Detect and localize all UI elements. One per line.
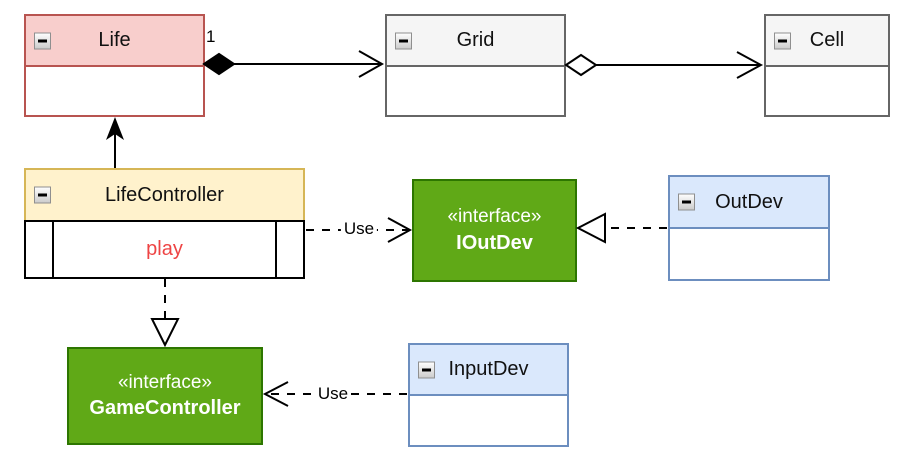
class-life[interactable]: Life	[24, 14, 205, 117]
class-cell[interactable]: Cell	[764, 14, 890, 117]
class-inputdev-header: InputDev	[410, 345, 567, 396]
collapse-minus-icon[interactable]	[774, 32, 791, 49]
edge-label-use-gamecontroller: Use	[314, 384, 352, 404]
minus-glyph	[38, 39, 47, 42]
class-lifecontroller-header: LifeController	[24, 168, 305, 220]
class-title: OutDev	[715, 190, 783, 213]
class-outdev-header: OutDev	[670, 177, 828, 229]
multiplicity-label: 1	[206, 27, 216, 46]
class-body	[387, 67, 564, 115]
class-title: InputDev	[448, 358, 529, 380]
class-grid-header: Grid	[387, 16, 564, 67]
stereotype-label: «interface»	[117, 371, 212, 393]
class-grid[interactable]: Grid	[385, 14, 566, 117]
class-lifecontroller-body: play	[24, 220, 305, 279]
stereotype-label: «interface»	[447, 206, 542, 228]
class-title: Grid	[456, 29, 495, 51]
edge-label-use-ioutdev: Use	[340, 219, 378, 239]
minus-glyph	[778, 39, 787, 42]
minus-glyph	[399, 39, 408, 42]
collapse-minus-icon[interactable]	[418, 361, 435, 378]
interface-gamecontroller[interactable]: «interface» GameController	[67, 347, 263, 445]
compartment-divider	[275, 222, 277, 277]
class-lifecontroller[interactable]: LifeController play	[24, 168, 305, 279]
class-outdev[interactable]: OutDev	[668, 175, 830, 281]
edge-aggregation-grid-cell[interactable]	[564, 51, 764, 79]
method-label: play	[146, 238, 183, 260]
class-title: Life	[98, 29, 131, 51]
class-cell-header: Cell	[766, 16, 888, 67]
compartment-divider	[52, 222, 54, 277]
minus-glyph	[422, 368, 431, 371]
collapse-minus-icon[interactable]	[34, 186, 51, 204]
collapse-minus-icon[interactable]	[395, 32, 412, 49]
collapse-minus-icon[interactable]	[34, 32, 51, 49]
edge-realization-outdev-ioutdev[interactable]	[575, 212, 667, 244]
interface-title: GameController	[89, 397, 241, 420]
class-body	[26, 67, 203, 115]
interface-title: IOutDev	[456, 231, 533, 254]
class-body	[410, 396, 567, 445]
class-life-header: Life	[26, 16, 203, 67]
class-inputdev[interactable]: InputDev	[408, 343, 569, 447]
minus-glyph	[682, 200, 691, 204]
class-title: LifeController	[105, 183, 224, 206]
edge-association-lifecontroller-life[interactable]	[106, 117, 124, 168]
edge-composition-life-grid[interactable]	[202, 50, 385, 78]
edge-realization-lifecontroller-gamecontroller[interactable]	[150, 279, 180, 348]
interface-ioutdev[interactable]: «interface» IOutDev	[412, 179, 577, 282]
class-title: Cell	[809, 29, 845, 51]
class-body	[766, 67, 888, 115]
collapse-minus-icon[interactable]	[678, 193, 695, 211]
minus-glyph	[38, 193, 47, 197]
class-body	[670, 229, 828, 279]
